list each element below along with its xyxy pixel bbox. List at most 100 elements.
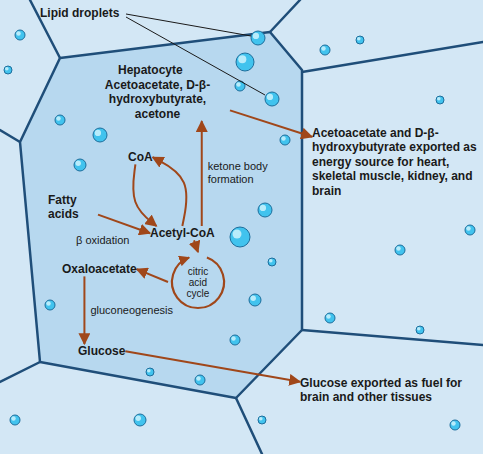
droplet-highlight [46,301,51,306]
droplet-highlight [11,416,16,421]
droplet-body [258,203,272,217]
droplet-highlight [267,94,273,100]
droplet-body [195,375,205,385]
lipid-droplet [436,96,444,104]
droplet-highlight [251,296,256,301]
metabolite-node: CoA [128,150,153,164]
pathway-arrow [230,110,312,136]
cycle-circle: citric acid cycle [168,252,228,312]
metabolite-node: Glucose exported as fuel for brain and o… [300,376,472,405]
droplet-body [10,415,20,425]
edge-label-box: β oxidation [76,234,156,247]
node-text: Acetoacetate, D-β-hydroxybutyrate, aceto… [85,78,230,121]
droplet-body [134,414,146,426]
droplet-body [4,66,12,74]
droplet-highlight [231,336,236,341]
edge-label: gluconeogenesis [90,304,190,317]
metabolite-node: Acetoacetate and D-β-hydroxybutyrate exp… [312,126,480,198]
droplet-highlight [5,67,9,71]
lipid-droplet [258,416,266,424]
edge-label: β oxidation [76,234,156,247]
droplet-highlight [259,417,263,421]
droplet-body [320,45,330,55]
lipid-droplet [45,300,55,310]
lipid-droplet [55,115,65,125]
droplet-body [230,335,240,345]
metabolite-node: Acetoacetate, D-β-hydroxybutyrate, aceto… [85,78,230,121]
metabolite-node: Glucose [78,344,125,358]
lipid-droplet [195,375,205,385]
droplet-highlight [95,130,101,136]
lipid-droplet [395,245,405,255]
callout-label: Lipid droplets [40,6,119,20]
lipid-droplet [268,258,276,266]
lipid-droplet [236,53,254,71]
cell-border [302,330,483,345]
droplet-body [395,245,405,255]
cell-border [270,0,300,32]
droplet-highlight [56,116,61,121]
node-text: Glucose exported as fuel for brain and o… [300,376,472,405]
droplet-highlight [136,416,141,421]
droplet-body [45,300,55,310]
metabolite-node: Oxaloacetate [62,262,137,276]
metabolite-node: Acetyl-CoA [150,226,215,240]
droplet-body [265,92,279,106]
droplet-body [436,96,444,104]
metabolite-node: Fatty acids [48,193,98,222]
pathway-arrow [153,157,187,226]
pathway-arrow [133,164,156,226]
droplet-highlight [281,136,286,141]
cell-border [0,362,40,382]
droplet-highlight [147,369,151,373]
lipid-droplet [251,31,265,45]
node-text: Acetyl-CoA [150,226,215,240]
droplet-highlight [437,97,441,101]
lipid-droplet [249,294,261,306]
node-text: Fatty acids [48,193,98,222]
droplet-body [146,368,154,376]
lipid-droplet [15,30,25,40]
droplet-highlight [269,259,273,263]
pathway-arrow [98,215,150,234]
node-text: Acetoacetate and D-β-hydroxybutyrate exp… [312,126,480,198]
droplet-body [325,313,335,323]
droplet-body [416,326,424,334]
cell-border [0,130,20,142]
lipid-droplet [416,326,424,334]
lipid-droplet [10,415,20,425]
lipid-droplet [4,66,12,74]
leader-line [126,17,265,95]
droplet-highlight [253,33,259,39]
cell-border [302,42,483,72]
lipid-droplet [325,313,335,323]
cell-heading: Hepatocyte [118,63,183,77]
cycle-arc [172,258,224,308]
lipid-droplet [74,159,86,171]
callout-box: Lipid droplets [40,6,119,20]
droplet-body [230,227,250,247]
droplet-highlight [76,161,81,166]
droplet-body [15,30,25,40]
pathway-arrow [125,351,300,382]
hepatocyte-membrane [20,32,302,398]
lipid-droplet [450,420,460,430]
cell-border [236,398,262,454]
edge-label-box: ketone body formation [208,160,286,186]
droplet-body [93,128,107,142]
lipid-droplet [230,227,250,247]
droplet-body [465,225,475,235]
lipid-droplet [320,45,330,55]
node-text: Glucose [78,344,125,358]
pathway-arrow [201,121,203,226]
droplet-highlight [260,205,266,211]
lipid-droplet [265,92,279,106]
pathway-arrow [83,276,85,344]
edge-label: ketone body formation [208,160,286,186]
droplet-body [74,159,86,171]
droplet-highlight [233,230,242,239]
edge-label-box: gluconeogenesis [90,304,190,317]
droplet-body [280,135,290,145]
lipid-droplet [258,203,272,217]
